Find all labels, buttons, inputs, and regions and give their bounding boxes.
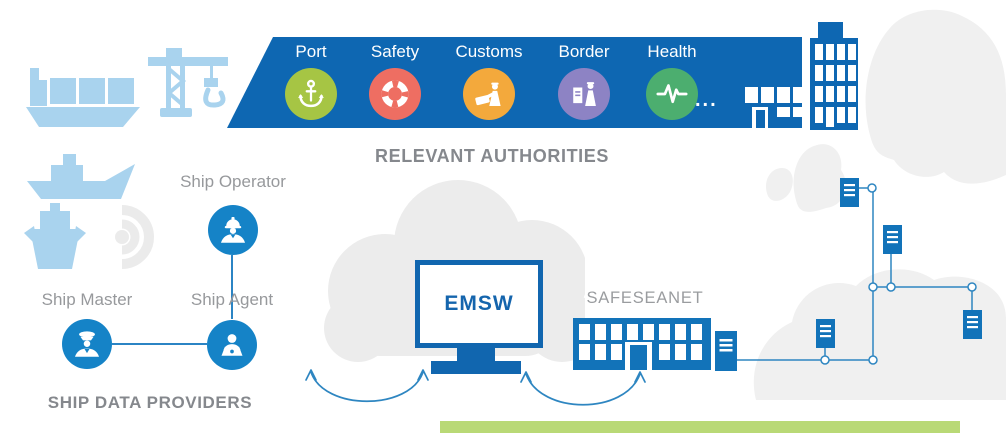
map-britain bbox=[793, 144, 847, 212]
network-node bbox=[820, 183, 977, 365]
monitor-stand-neck bbox=[457, 346, 495, 364]
heartbeat-icon bbox=[656, 84, 688, 104]
authority-label: Customs bbox=[455, 42, 523, 61]
authority-building-icon bbox=[810, 22, 858, 130]
ship-master-avatar bbox=[62, 319, 112, 369]
authority-label: Border bbox=[558, 42, 610, 61]
harbor-crane-icon bbox=[148, 48, 228, 117]
captain-icon bbox=[74, 331, 100, 357]
lifebuoy-icon bbox=[381, 80, 409, 108]
map-mainland bbox=[753, 269, 1006, 400]
tugboat-icon bbox=[24, 203, 86, 269]
ferry-icon bbox=[27, 154, 135, 199]
office-window bbox=[777, 87, 790, 103]
master-agent-connector bbox=[112, 343, 207, 345]
ship-master-label: Ship Master bbox=[41, 290, 133, 309]
person-laptop-icon bbox=[221, 334, 243, 356]
ship-agent-label: Ship Agent bbox=[190, 290, 274, 309]
authority-health: Health bbox=[627, 42, 717, 120]
arrowhead bbox=[634, 371, 646, 383]
safety-badge bbox=[369, 68, 421, 120]
cargo-ship-icon bbox=[26, 68, 140, 127]
arrowhead bbox=[417, 369, 429, 381]
authority-port: Port bbox=[266, 42, 356, 120]
ship-operator-avatar bbox=[208, 205, 258, 255]
authority-customs: Customs bbox=[444, 42, 534, 120]
providers-heading: SHIP DATA PROVIDERS bbox=[47, 393, 253, 412]
exchange-arrow bbox=[310, 371, 424, 402]
office-window bbox=[793, 107, 802, 117]
authority-label: Port bbox=[295, 42, 327, 61]
server-icon bbox=[816, 319, 835, 348]
authority-label: Safety bbox=[370, 42, 420, 61]
signal-waves-icon bbox=[115, 205, 154, 269]
ship-operator-label: Ship Operator bbox=[180, 172, 286, 191]
border-badge bbox=[558, 68, 610, 120]
server-icon bbox=[715, 331, 737, 371]
customs-officer-icon bbox=[475, 82, 501, 107]
server-icon bbox=[840, 178, 859, 207]
office-window bbox=[761, 87, 774, 103]
authority-label: Health bbox=[647, 42, 697, 61]
office-window bbox=[777, 107, 790, 117]
safeseanet-label: SAFESEANET bbox=[586, 289, 704, 307]
server-icon bbox=[883, 225, 902, 254]
more-authorities-ellipsis: ... bbox=[695, 89, 718, 111]
green-accent-bar bbox=[440, 421, 960, 433]
office-door bbox=[756, 110, 765, 128]
server-icon bbox=[963, 310, 982, 339]
office-window bbox=[793, 87, 802, 103]
safeseanet-door bbox=[630, 345, 647, 370]
border-officer-icon bbox=[573, 82, 596, 107]
map-ireland bbox=[765, 168, 793, 201]
authorities-heading: RELEVANT AUTHORITIES bbox=[374, 146, 609, 166]
customs-badge bbox=[463, 68, 515, 120]
arrowhead bbox=[305, 369, 317, 381]
safeseanet-building-icon bbox=[573, 318, 711, 370]
anchor-icon bbox=[298, 79, 324, 108]
port-badge bbox=[285, 68, 337, 120]
map-scandinavia bbox=[865, 9, 1006, 184]
arrowhead bbox=[520, 371, 532, 383]
authority-border: Border bbox=[539, 42, 629, 120]
emsw-monitor: EMSW bbox=[415, 260, 543, 348]
monitor-stand-base bbox=[431, 361, 521, 374]
office-window bbox=[745, 87, 758, 103]
authority-safety: Safety bbox=[350, 42, 440, 120]
operator-agent-connector bbox=[231, 255, 233, 319]
exchange-arrow bbox=[525, 373, 641, 406]
emsw-label: EMSW bbox=[444, 292, 514, 315]
health-badge bbox=[646, 68, 698, 120]
hard-hat-person-icon bbox=[220, 216, 246, 243]
authorities-banner: Port Safety Cu bbox=[227, 37, 802, 128]
ship-agent-avatar bbox=[207, 320, 257, 370]
